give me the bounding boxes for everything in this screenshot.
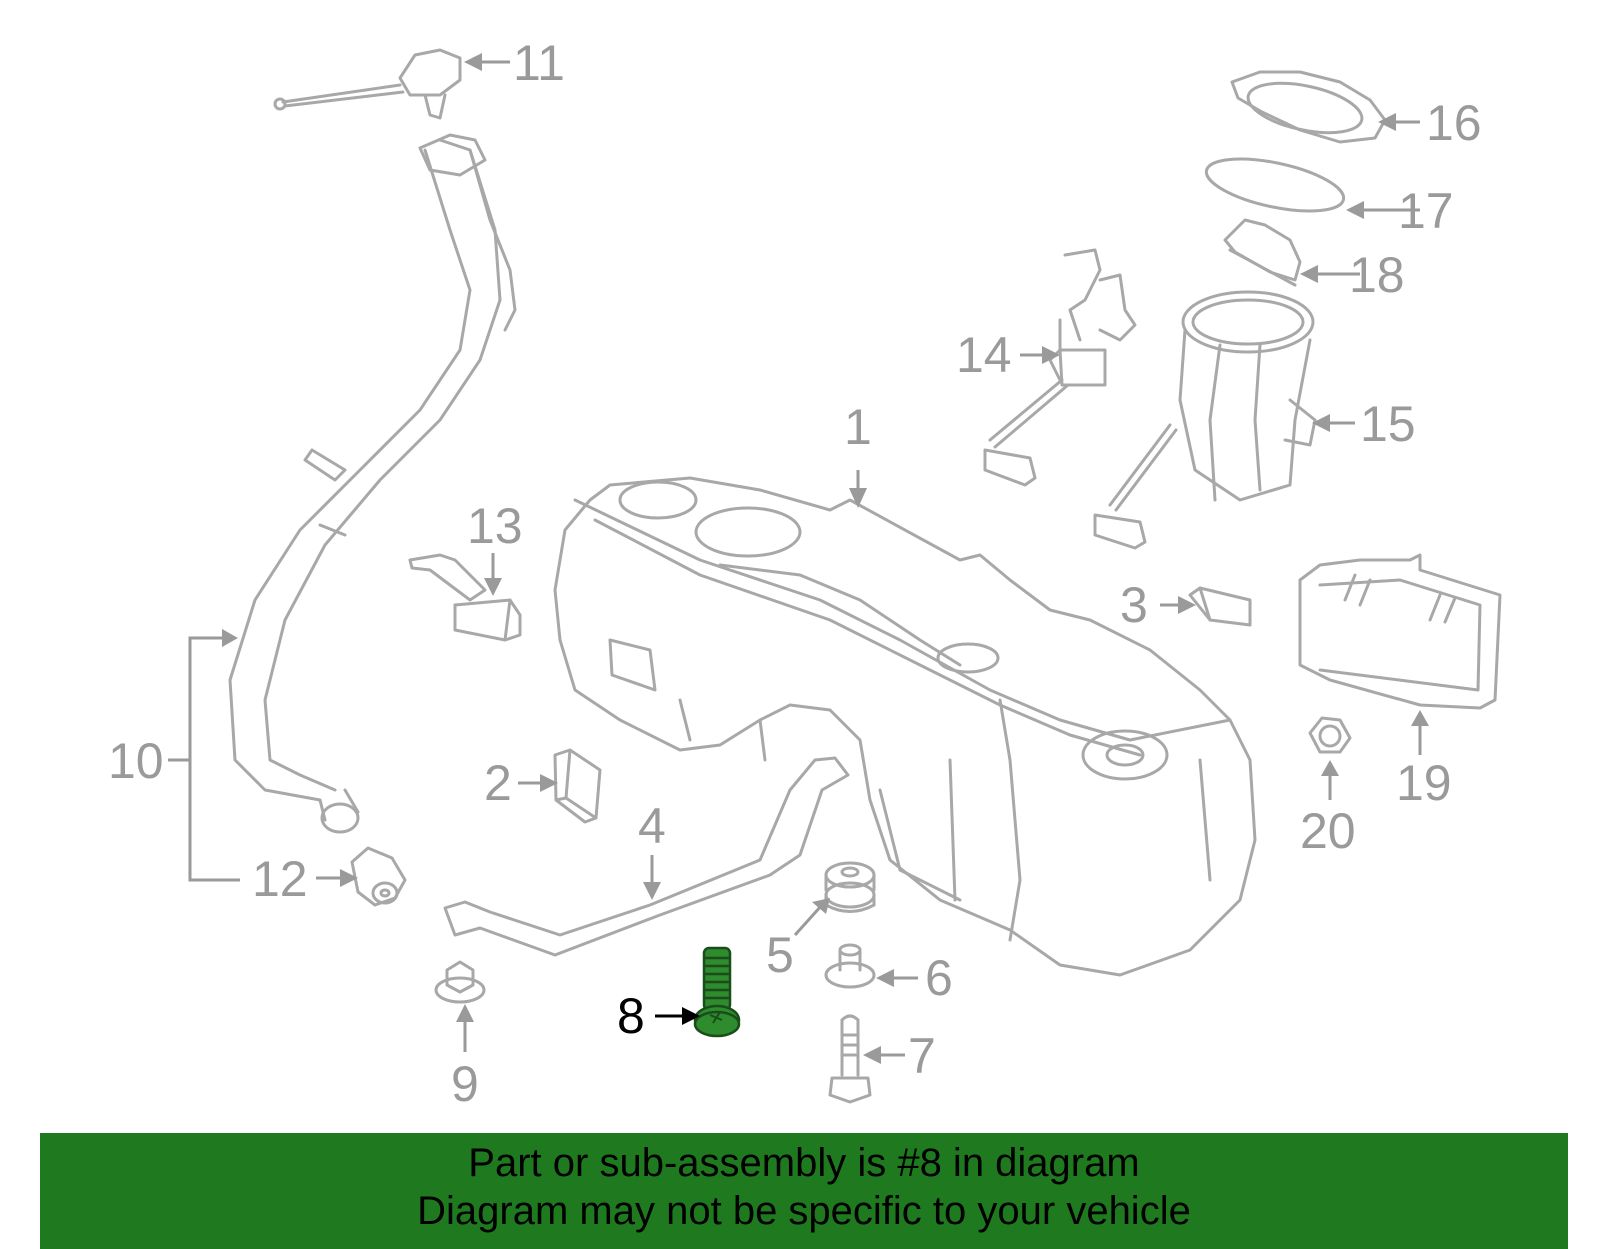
callout-17: 17 xyxy=(1398,183,1454,239)
info-banner: Part or sub-assembly is #8 in diagram Di… xyxy=(40,1133,1568,1249)
callout-6: 6 xyxy=(925,950,953,1006)
part-5-isolator xyxy=(824,861,876,913)
leader-lines xyxy=(168,53,1429,1064)
callout-8[interactable]: 8 xyxy=(617,988,645,1044)
callout-13: 13 xyxy=(467,498,523,554)
part-8-bolt-highlighted[interactable] xyxy=(693,946,741,1038)
callout-19: 19 xyxy=(1396,755,1452,811)
callout-4: 4 xyxy=(638,798,666,854)
callout-7: 7 xyxy=(908,1028,936,1084)
banner-line-1: Part or sub-assembly is #8 in diagram xyxy=(468,1141,1140,1185)
part-18-filter xyxy=(1223,218,1302,287)
callout-1: 1 xyxy=(844,399,872,455)
callout-11: 11 xyxy=(513,35,565,91)
part-4-strap xyxy=(443,756,850,957)
part-17-o-ring xyxy=(1204,157,1346,213)
part-6-grommet xyxy=(824,943,876,989)
part-12-sleeve xyxy=(350,846,407,907)
part-3-pad xyxy=(1188,586,1252,627)
part-1-fuel-tank xyxy=(553,476,1257,977)
callout-14: 14 xyxy=(956,327,1012,383)
banner-line-2: Diagram may not be specific to your vehi… xyxy=(417,1189,1191,1233)
callout-labels: 1 2 3 4 5 6 7 8 9 10 11 12 13 14 15 16 1… xyxy=(108,35,1482,1112)
part-19-control-module xyxy=(1298,553,1502,710)
callout-15: 15 xyxy=(1360,396,1416,452)
callout-18: 18 xyxy=(1349,247,1405,303)
callout-20: 20 xyxy=(1300,803,1356,859)
part-16-lock-ring xyxy=(1230,70,1387,144)
part-9-nut xyxy=(434,960,486,1004)
part-10-filler-neck xyxy=(228,133,517,834)
callout-5: 5 xyxy=(766,927,794,983)
part-2-pad xyxy=(553,748,602,824)
callout-16: 16 xyxy=(1426,95,1482,151)
callout-9: 9 xyxy=(451,1056,479,1112)
part-13-bracket xyxy=(408,553,522,642)
part-11-sensor xyxy=(273,48,462,120)
part-7-bolt xyxy=(828,1014,872,1104)
part-20-nut xyxy=(1308,716,1352,754)
callout-12: 12 xyxy=(252,851,308,907)
callout-10: 10 xyxy=(108,733,164,789)
callout-3: 3 xyxy=(1120,577,1148,633)
callout-2: 2 xyxy=(484,755,512,811)
part-15-pump-module xyxy=(1093,290,1317,550)
